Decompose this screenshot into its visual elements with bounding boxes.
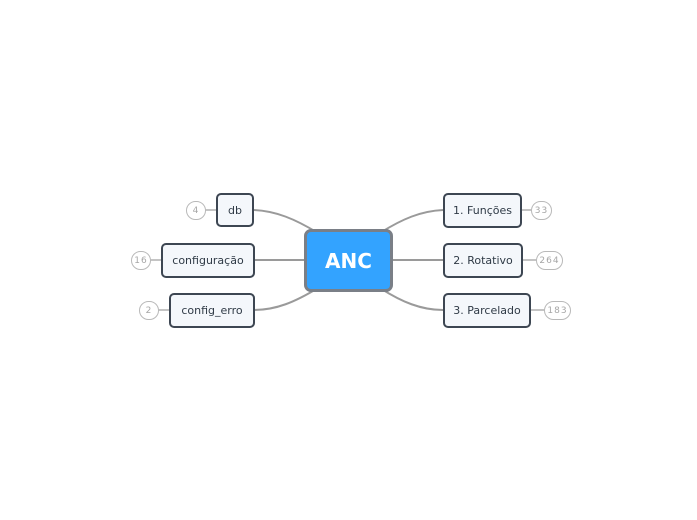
topic-configuracao[interactable]: configuração (161, 243, 255, 278)
topic-label: 2. Rotativo (453, 254, 513, 267)
topic-label: config_erro (181, 304, 243, 317)
central-topic[interactable]: ANC (304, 229, 393, 292)
topic-funcoes[interactable]: 1. Funções (443, 193, 522, 228)
topic-label: 3. Parcelado (453, 304, 521, 317)
connector-parcelado (379, 287, 444, 311)
topic-db[interactable]: db (216, 193, 254, 227)
topic-parcelado[interactable]: 3. Parcelado (443, 293, 531, 328)
collapsed-count-badge[interactable]: 264 (536, 251, 563, 270)
collapsed-count-badge[interactable]: 16 (131, 251, 151, 270)
collapsed-count-badge[interactable]: 2 (139, 301, 159, 320)
count-label: 183 (547, 305, 568, 316)
count-label: 264 (539, 255, 560, 266)
collapsed-count-badge[interactable]: 183 (544, 301, 571, 320)
count-label: 4 (192, 205, 200, 216)
topic-rotativo[interactable]: 2. Rotativo (443, 243, 523, 278)
topic-label: db (228, 203, 242, 217)
central-topic-label: ANC (325, 248, 372, 273)
topic-label: 1. Funções (453, 204, 512, 217)
count-label: 2 (145, 305, 153, 316)
collapsed-count-badge[interactable]: 33 (531, 201, 552, 220)
collapsed-count-badge[interactable]: 4 (186, 201, 206, 220)
topic-label: configuração (172, 254, 244, 267)
topic-config-erro[interactable]: config_erro (169, 293, 255, 328)
count-label: 16 (134, 255, 148, 266)
count-label: 33 (534, 205, 549, 216)
